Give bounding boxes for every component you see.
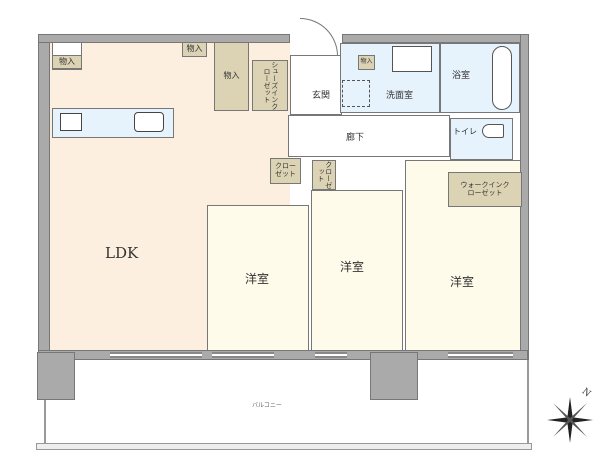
entrance-door[interactable] xyxy=(300,18,338,56)
storage-main: 物入 xyxy=(214,42,249,111)
window-bedroom-1 xyxy=(212,352,274,358)
stove-icon xyxy=(60,113,82,131)
outer-wall-top-left xyxy=(38,34,290,43)
storage-top-label: 物入 xyxy=(186,44,203,54)
storage-ldk-label: 物入 xyxy=(59,56,75,66)
window-ldk xyxy=(110,352,202,358)
room-bedroom-3-label: 洋室 xyxy=(450,275,475,289)
outer-wall-top-right xyxy=(342,34,528,43)
room-bedroom-1 xyxy=(207,205,309,351)
room-ldk-label: LDK xyxy=(105,244,139,262)
balcony xyxy=(44,360,529,444)
storage-wash: 物入 xyxy=(358,55,375,70)
shoe-closet-label: シューズインクローゼット xyxy=(263,61,279,110)
washbasin-icon xyxy=(392,46,432,72)
room-bedroom-2-label: 洋室 xyxy=(340,260,365,274)
toilet-icon xyxy=(482,124,504,138)
window-bedroom-3 xyxy=(448,352,513,358)
room-toilet-label: トイレ xyxy=(453,127,477,136)
storage-main-label: 物入 xyxy=(223,71,240,81)
closet-1-label: クローゼット xyxy=(275,162,296,178)
closet-2: クローゼット xyxy=(312,160,336,190)
room-bedroom-1-label: 洋室 xyxy=(245,272,270,286)
closet-1: クローゼット xyxy=(270,158,301,184)
room-entrance-label: 玄関 xyxy=(312,91,331,101)
balcony-rail xyxy=(36,443,532,450)
closet-2-label: クローゼット xyxy=(317,161,333,189)
room-washroom-label: 洗面室 xyxy=(386,91,414,101)
room-bathroom-label: 浴室 xyxy=(452,71,471,81)
outer-wall-left xyxy=(38,34,50,360)
room-hallway xyxy=(288,115,450,157)
walk-in-closet: ウォークインクローゼット xyxy=(448,172,522,207)
room-washroom xyxy=(340,43,440,113)
storage-wash-label: 物入 xyxy=(360,58,373,66)
storage-top: 物入 xyxy=(182,42,207,57)
walk-in-closet-label: ウォークインクローゼット xyxy=(460,180,510,197)
room-bedroom-2 xyxy=(311,190,403,351)
room-balcony-label: バルコニー xyxy=(252,402,282,409)
shoe-closet: シューズインクローゼット xyxy=(252,60,288,111)
window-bedroom-2 xyxy=(315,352,347,358)
storage-ldk: 物入 xyxy=(52,55,82,69)
room-entrance xyxy=(290,55,342,115)
pillar-left xyxy=(37,352,75,400)
sink-icon xyxy=(134,112,164,132)
bathtub-icon xyxy=(492,46,512,110)
washing-machine-pan xyxy=(342,80,370,107)
compass-icon xyxy=(545,395,595,445)
pillar-middle xyxy=(370,352,418,400)
room-hallway-label: 廊下 xyxy=(346,133,365,143)
